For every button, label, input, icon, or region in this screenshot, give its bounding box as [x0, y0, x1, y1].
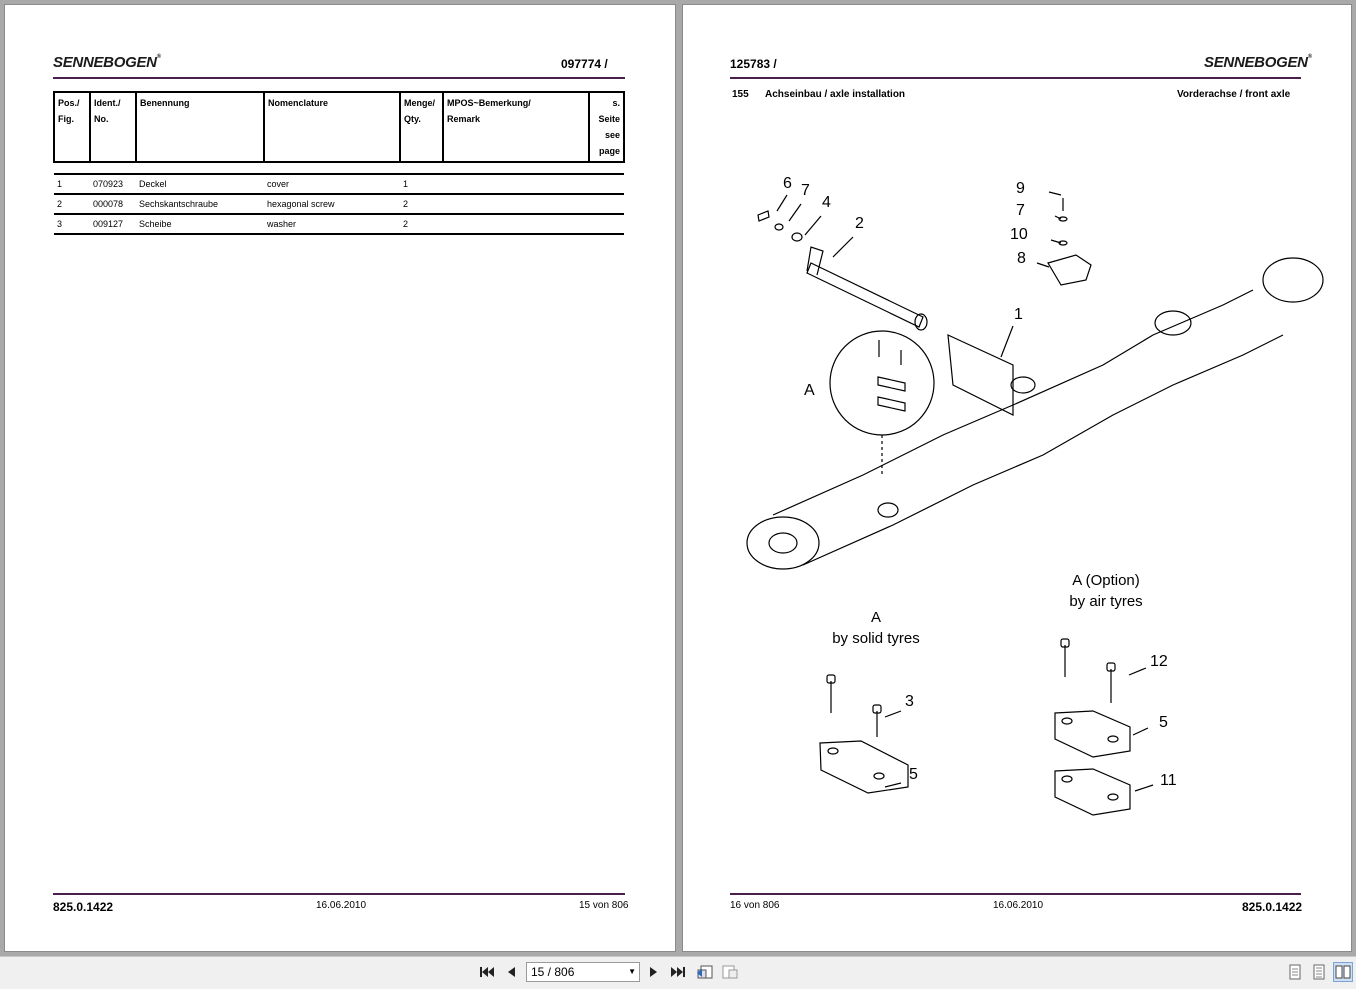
table-header-row: Pos./Fig. Ident./No. Benennung Nomenclat…: [53, 91, 625, 163]
footer-rule: [730, 893, 1301, 895]
footer-date: 16.06.2010: [316, 900, 367, 911]
col-pos: Pos./Fig.: [53, 91, 91, 163]
callout-10: 10: [1010, 226, 1028, 243]
callout-1: 1: [1014, 306, 1023, 323]
single-page-view-button[interactable]: [1285, 962, 1305, 982]
next-page-button[interactable]: [644, 962, 664, 982]
shaft-drawing: [806, 262, 924, 328]
document-number: 097774 /: [561, 57, 608, 71]
col-qty: Menge/Qty.: [399, 91, 444, 163]
footer-rule: [53, 893, 625, 895]
go-forward-view-button[interactable]: [720, 962, 740, 982]
first-page-button[interactable]: [477, 962, 497, 982]
single-page-icon: [1289, 964, 1301, 980]
callout-7: 7: [801, 182, 810, 199]
continuous-view-button[interactable]: [1309, 962, 1329, 982]
next-page-icon: [650, 967, 657, 977]
section-title: Achseinbau / axle installation: [765, 89, 906, 100]
detail-circle-a: [829, 330, 935, 436]
sennebogen-logo: SENNEBOGEN®: [1204, 54, 1312, 71]
callout-11: 11: [1160, 772, 1177, 789]
table-spacer: [54, 162, 624, 175]
header-rule: [730, 77, 1301, 79]
continuous-pages-icon: [1313, 964, 1325, 980]
document-number: 125783 /: [730, 57, 777, 71]
col-benennung: Benennung: [135, 91, 265, 163]
section-number: 155: [732, 89, 749, 100]
right-page: 125783 / SENNEBOGEN® 155 Achseinbau / ax…: [683, 5, 1351, 951]
last-page-button[interactable]: [668, 962, 688, 982]
viewer-toolbar: 15 / 806 ▼: [0, 956, 1356, 989]
callout-3: 3: [905, 693, 914, 710]
callout-12: 12: [1150, 653, 1168, 670]
first-page-icon: [480, 967, 494, 977]
col-ident: Ident./No.: [89, 91, 137, 163]
plate-5-solid-drawing: [819, 740, 909, 794]
page-number-field[interactable]: 15 / 806 ▼: [526, 962, 640, 982]
plate-5-air-drawing: [1054, 710, 1131, 758]
col-remark: MPOS~Bemerkung/Remark: [442, 91, 590, 163]
last-page-icon: [671, 967, 685, 977]
previous-page-icon: [508, 967, 515, 977]
callout-5: 5: [909, 766, 918, 783]
next-view-icon: [722, 965, 738, 979]
two-page-view-button[interactable]: [1333, 962, 1353, 982]
chevron-down-icon: ▼: [628, 967, 636, 976]
section-axle: Vorderachse / front axle: [1177, 89, 1291, 100]
go-back-view-button[interactable]: [695, 962, 715, 982]
callout-4: 4: [822, 194, 831, 211]
previous-page-button[interactable]: [501, 962, 521, 982]
header-rule: [53, 77, 625, 79]
bracket-8-drawing: [1047, 254, 1092, 286]
footer-code: 825.0.1422: [53, 900, 114, 914]
footer-page: 16 von 806: [730, 900, 780, 911]
two-pages-icon: [1335, 965, 1351, 979]
callout-7: 7: [1016, 202, 1025, 219]
left-page: SENNEBOGEN® 097774 / Pos./Fig. Ident./No…: [5, 5, 675, 951]
axle-exploded-drawing: [746, 191, 1324, 816]
callout-9: 9: [1016, 180, 1025, 197]
screw-6-drawing: [757, 210, 770, 222]
callout-a: A: [804, 382, 815, 399]
caption-air-tyres: A (Option)by air tyres: [1069, 572, 1143, 610]
col-nomenclature: Nomenclature: [263, 91, 401, 163]
plate-11-air-drawing: [1054, 768, 1131, 816]
footer-page: 15 von 806: [579, 900, 629, 911]
callout-2: 2: [855, 215, 864, 232]
footer-date: 16.06.2010: [993, 900, 1044, 911]
footer-code: 825.0.1422: [1242, 900, 1303, 914]
callout-6: 6: [783, 175, 792, 192]
axle-body-drawing: [772, 289, 1254, 516]
callout-5: 5: [1159, 714, 1168, 731]
previous-view-icon: [697, 965, 713, 979]
sennebogen-logo: SENNEBOGEN®: [53, 54, 161, 71]
parts-table: Pos./Fig. Ident./No. Benennung Nomenclat…: [53, 91, 625, 235]
callout-8: 8: [1017, 250, 1026, 267]
